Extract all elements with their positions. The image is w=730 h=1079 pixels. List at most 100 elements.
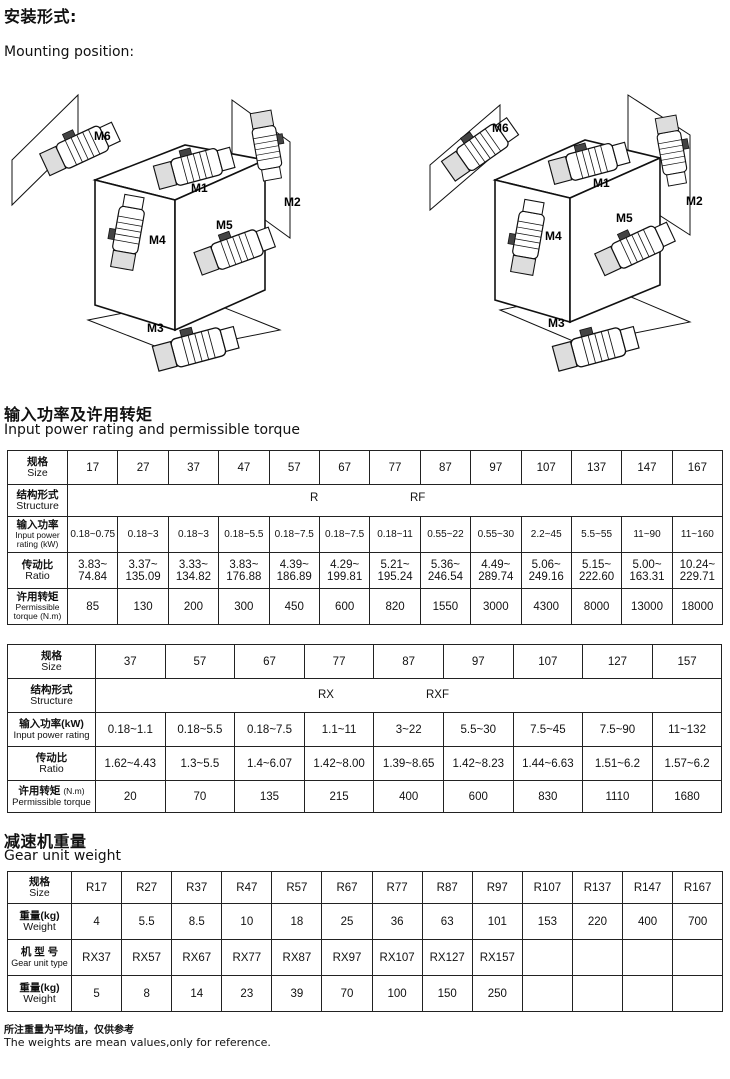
table-cell: 4.39~186.89 [268,552,320,589]
table-cell: 8 [121,975,173,1012]
table-cell: 4.29~199.81 [318,552,371,589]
table-cell: 63 [421,903,473,940]
table-cell: 5.15~222.60 [570,552,623,589]
table-cell: 1550 [419,588,472,625]
table-cell: R77 [371,871,423,904]
table-cell [672,975,724,1012]
table-cell: 5.5 [121,903,173,940]
table-cell: 137 [570,450,623,485]
header-torque: 许用转矩 (N.m)Permissible torque [7,780,96,813]
table-cell: 18 [271,903,323,940]
table-cell: 87 [419,450,472,485]
note-cn: 所注重量为平均值，仅供参考 [4,1025,134,1036]
table-cell: 47 [218,450,270,485]
table-cell: R67 [321,871,373,904]
mounting-position-diagrams: M6 M1 M2 M4 M5 M3 M6 M1 M2 M4 M5 M3 [11,93,703,374]
table-cell: 3.83~176.88 [218,552,270,589]
table-cell: 4300 [520,588,572,625]
table-cell: 820 [369,588,421,625]
table-cell: 0.18~5.5 [218,516,270,553]
table-cell: 0.18~7.5 [268,516,320,553]
label-m2-left: M2 [284,195,301,209]
table-cell: 37 [95,644,166,679]
table-cell: 3000 [470,588,522,625]
table-cell: 3.83~74.84 [66,552,119,589]
table-cell: 400 [373,780,444,813]
table-cell: 0.18~7.5 [234,712,305,747]
table-cell: 87 [373,644,444,679]
table-cell: 77 [369,450,421,485]
table-cell: RX157 [471,939,523,976]
table-cell: 1.42~8.23 [442,746,514,781]
label-m1-left: M1 [191,181,208,195]
table-cell: 0.18~5.5 [164,712,236,747]
table-cell [672,939,724,976]
table-cell: 107 [512,644,584,679]
table-cell: R147 [622,871,674,904]
table-cell: 11~160 [671,516,724,553]
mounting-title-cn: 安装形式: [4,7,77,26]
table-cell: 1.44~6.63 [512,746,584,781]
table-cell: 97 [442,644,514,679]
table-cell: R57 [271,871,323,904]
table-cell: RX107 [371,939,423,976]
table-cell: 0.55~30 [470,516,522,553]
mounting-title-en: Mounting position: [4,44,135,60]
table-cell: 97 [470,450,522,485]
header-weight: 重量(kg)Weight [7,903,72,940]
power-title-cn: 输入功率及许用转矩 [4,405,153,424]
table-cell: 215 [303,780,375,813]
table-cell: RX87 [271,939,323,976]
label-m4-left: M4 [149,233,166,247]
table-cell: 25 [321,903,373,940]
header-input-power: 输入功率(kW)Input power rating [7,712,96,747]
table-cell: 700 [672,903,724,940]
table-cell: 600 [442,780,514,813]
table-cell: 11~132 [651,712,723,747]
table-cell: 127 [582,644,653,679]
table-cell: RX37 [70,939,123,976]
table-cell: 3.33~134.82 [167,552,220,589]
table-cell: R167 [672,871,724,904]
table-cell: RX67 [171,939,223,976]
table-cell: R137 [571,871,624,904]
table-cell: 0.18~3 [167,516,220,553]
table-cell: RX77 [221,939,273,976]
weight-title-en: Gear unit weight [4,848,122,864]
weight-title-cn: 减速机重量 [4,832,87,851]
table-cell: 100 [371,975,423,1012]
table-cell: 101 [471,903,523,940]
table-cell: 67 [318,450,371,485]
table-cell: 8000 [570,588,623,625]
table-cell: 5.5~55 [570,516,623,553]
table-cell: 1.1~11 [303,712,375,747]
table-cell: 1680 [651,780,723,813]
table-cell: 830 [512,780,584,813]
table-cell: 130 [117,588,169,625]
table-cell: 36 [371,903,423,940]
structure-value: R RF [66,484,724,517]
table-cell: 2.2~45 [520,516,572,553]
table-cell: 39 [271,975,323,1012]
table-cell: R37 [171,871,223,904]
table-cell: 20 [95,780,166,813]
note-en: The weights are mean values,only for ref… [4,1036,271,1049]
left-diagram [11,93,291,374]
label-m6-left: M6 [94,129,111,143]
table-cell: R17 [70,871,123,904]
